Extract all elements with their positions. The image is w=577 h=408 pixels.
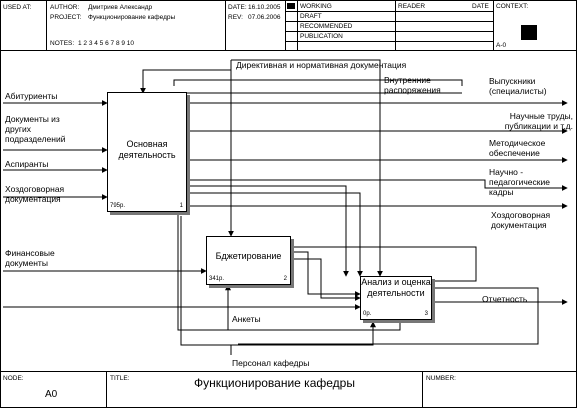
arrow-feedback — [238, 287, 539, 345]
arrow-ankety — [175, 208, 401, 331]
arrow-internal — [173, 79, 463, 86]
header-row-line — [285, 31, 493, 32]
activity-box-cost: 341р. — [209, 276, 225, 282]
activity-box-label: Бджетирование — [215, 251, 282, 261]
label-publications: Научные труды, публикации и т.д. — [504, 111, 573, 131]
notes-value: 1 2 3 4 5 6 7 8 9 10 — [78, 40, 135, 47]
header-sep — [395, 0, 396, 50]
footer-sep — [106, 371, 107, 408]
label-docs-other: Документы из других подразделений — [5, 114, 66, 144]
activity-box-label: Основная деятельность — [118, 139, 176, 160]
label-hozdog-in: Хоздоговорная документация — [5, 184, 65, 204]
context-label: CONTEXT: — [496, 3, 529, 10]
arrow-b2-loop — [289, 246, 477, 282]
activity-box-number: 2 — [283, 276, 287, 282]
label-hozdog-out: Хоздоговорная документация — [491, 210, 551, 230]
activity-box-budget[interactable]: Бджетирование 341р. 2 — [206, 236, 291, 285]
status-publication: PUBLICATION — [300, 33, 343, 40]
activity-box-analysis[interactable]: Анализ и оценка деятельности 0р. 3 — [360, 276, 432, 320]
arrow-b1-b3a — [185, 185, 349, 277]
activity-box-number: 1 — [179, 203, 183, 209]
project-label: PROJECT: — [50, 14, 82, 21]
header-sep — [297, 0, 298, 50]
rev-value: 07.06.2006 — [248, 14, 281, 21]
header-row-line — [285, 11, 493, 12]
arrow-b2-b3 — [289, 258, 361, 301]
arrow-b1-b3b — [185, 192, 363, 277]
header-sep — [46, 0, 47, 50]
arrow-directive-branch2 — [231, 59, 383, 277]
label-finance: Финансовые документы — [5, 248, 55, 268]
status-working: WORKING — [300, 3, 332, 10]
working-marker — [287, 3, 295, 9]
notes-label: NOTES: — [50, 40, 75, 47]
arrow-personnel-b3 — [231, 321, 376, 346]
project-value: Функционирование кафедры — [88, 14, 176, 21]
used-at-label: USED AT: — [3, 4, 32, 11]
reader-label: READER — [398, 3, 426, 10]
label-aspiranty: Аспиранты — [5, 159, 49, 169]
activity-box-label: Анализ и оценка деятельности — [361, 277, 431, 298]
node-value: A0 — [45, 389, 58, 400]
label-internal: Внутренние распоряжения — [384, 75, 441, 95]
header-divider — [0, 50, 577, 51]
activity-box-cost: 0р. — [363, 311, 372, 317]
date-value: 16.10.2005 — [248, 4, 281, 11]
header-sep — [225, 0, 226, 50]
label-graduates: Выпускники (специалисты) — [489, 76, 547, 96]
label-ankety: Анкеты — [232, 314, 261, 324]
date-label: DATE: — [228, 4, 247, 11]
activity-box-number: 3 — [424, 311, 428, 317]
activity-box-main[interactable]: Основная деятельность 795р. 1 — [107, 92, 187, 212]
title-label: TITLE: — [110, 375, 130, 382]
footer-sep — [422, 371, 423, 408]
reader-date-label: DATE — [472, 3, 489, 10]
context-parent-box — [521, 25, 537, 40]
label-abiturienty: Абитуриенты — [5, 91, 58, 101]
context-node: A-0 — [496, 42, 507, 49]
activity-box-cost: 795р. — [110, 203, 126, 209]
header-row-line — [285, 41, 493, 42]
node-label: NODE: — [3, 375, 24, 382]
arrow-b2-b3b — [289, 251, 361, 297]
label-report: Отчетность — [482, 294, 528, 304]
arrow-personnel — [180, 216, 232, 355]
rev-label: REV: — [228, 14, 243, 21]
header-row-line — [285, 21, 493, 22]
label-method: Методическое обеспечение — [489, 138, 546, 158]
footer-divider — [0, 371, 577, 372]
arrow-staff — [185, 179, 568, 191]
author-label: AUTHOR: — [50, 4, 80, 11]
label-directive: Директивная и нормативная документация — [236, 60, 407, 70]
title-value: Функционирование кафедры — [194, 376, 355, 390]
label-staff: Научно - педагогические кадры — [489, 167, 550, 197]
status-recommended: RECOMMENDED — [300, 23, 353, 30]
header-sep — [285, 0, 286, 50]
arrow-directive-branch1 — [140, 69, 231, 94]
author-value: Дмитриев Александр — [88, 4, 153, 11]
header-sep — [493, 0, 494, 50]
number-label: NUMBER: — [426, 375, 456, 382]
status-draft: DRAFT — [300, 13, 322, 20]
label-personnel: Персонал кафедры — [232, 358, 310, 368]
